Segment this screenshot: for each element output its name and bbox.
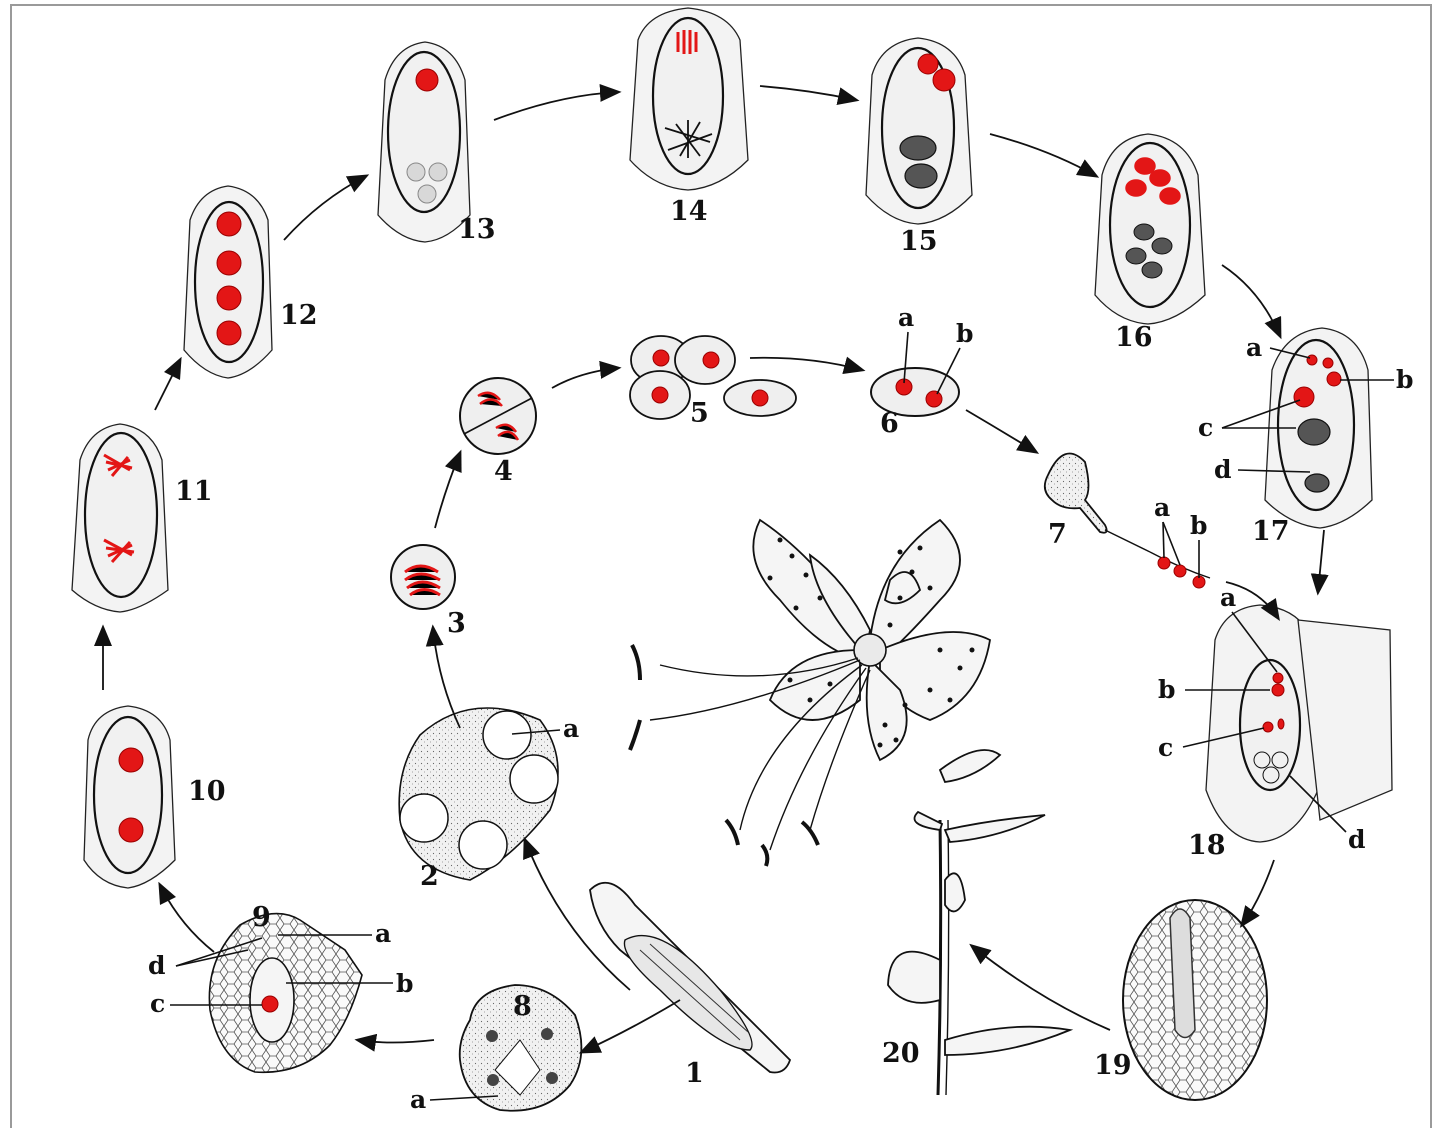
dark-nucleus	[900, 136, 936, 160]
antipodal-cells	[1305, 474, 1329, 492]
stage-label-7: 7	[1048, 519, 1067, 550]
faded-nucleus	[429, 163, 447, 181]
stage-label-13: 13	[458, 214, 496, 245]
central-tiger-lily-flower	[630, 520, 990, 866]
stage-label-6: 6	[880, 408, 899, 439]
stage-2-anther-cross-section	[399, 708, 558, 880]
label-a-stage7: a	[1154, 493, 1170, 522]
stage-label-16: 16	[1115, 322, 1153, 353]
stage-12-embryo-sac	[184, 186, 272, 378]
nucleus	[217, 321, 241, 345]
stage-9-ovule	[209, 914, 362, 1073]
stage-label-3: 3	[447, 608, 466, 639]
label-b-stage6: b	[956, 319, 973, 348]
label-b-stage9: b	[396, 969, 413, 998]
sperm-nucleus	[1174, 565, 1186, 577]
stage-4-dyad	[460, 378, 536, 454]
synergid-nucleus	[1323, 358, 1333, 368]
stage-label-20: 20	[882, 1038, 920, 1069]
egg-nucleus	[1272, 684, 1284, 696]
stage-label-8: 8	[513, 991, 532, 1022]
nucleus	[119, 818, 143, 842]
stage-label-2: 2	[420, 861, 439, 892]
stage-7-germinating-pollen	[1045, 454, 1210, 588]
megaspore-mother-cell-nucleus	[262, 996, 278, 1012]
label-d-stage18: d	[1348, 825, 1365, 854]
nucleus	[217, 212, 241, 236]
stage-18-fertilization	[1206, 605, 1392, 842]
stage-11-embryo-sac	[72, 424, 168, 612]
stage-label-14: 14	[670, 196, 708, 227]
stage-label-19: 19	[1094, 1050, 1132, 1081]
stage-label-11: 11	[175, 476, 213, 507]
stage-label-10: 10	[188, 776, 226, 807]
label-b-stage17: b	[1396, 365, 1413, 394]
stage-label-12: 12	[280, 300, 318, 331]
polar-nucleus-dark	[1298, 419, 1330, 445]
faded-nucleus	[418, 185, 436, 203]
stage-15-embryo-sac	[866, 38, 972, 224]
label-d-stage9: d	[148, 951, 165, 980]
label-a-stage2: a	[563, 714, 579, 743]
dark-nucleus	[905, 164, 937, 188]
label-a-stage9: a	[375, 919, 391, 948]
nucleus	[217, 251, 241, 275]
nucleus	[119, 748, 143, 772]
stage-label-1: 1	[685, 1058, 704, 1089]
nucleus	[416, 69, 438, 91]
sperm-nucleus	[1278, 719, 1284, 729]
sperm-nucleus	[1273, 673, 1283, 683]
stage-14-embryo-sac	[630, 8, 748, 190]
label-b-stage7: b	[1190, 511, 1207, 540]
label-b-stage18: b	[1158, 675, 1175, 704]
stage-19-seed	[1123, 900, 1267, 1100]
stage-label-15: 15	[900, 226, 938, 257]
nucleus	[918, 54, 938, 74]
stage-1-anther	[590, 883, 790, 1073]
stage-label-5: 5	[690, 398, 709, 429]
sperm-nucleus	[1158, 557, 1170, 569]
stage-16-embryo-sac	[1095, 134, 1205, 324]
label-c-stage18: c	[1158, 733, 1173, 762]
stage-3-microspore-mother-cell	[391, 545, 455, 609]
nucleus	[217, 286, 241, 310]
label-d-stage17: d	[1214, 455, 1231, 484]
nucleus	[933, 69, 955, 91]
label-a-stage17: a	[1246, 333, 1262, 362]
polar-nucleus	[1294, 387, 1314, 407]
faded-nucleus	[407, 163, 425, 181]
tube-nucleus	[926, 391, 942, 407]
stage-label-18: 18	[1188, 830, 1226, 861]
label-a-stage18: a	[1220, 583, 1236, 612]
label-c-stage9: c	[150, 989, 165, 1018]
stage-13-embryo-sac	[378, 42, 470, 242]
stage-5-tetrad	[630, 336, 796, 419]
egg-nucleus	[1327, 372, 1341, 386]
stage-10-embryo-sac	[84, 706, 175, 888]
stage-label-9: 9	[252, 902, 271, 933]
stage-label-4: 4	[494, 456, 513, 487]
stage-label-17: 17	[1252, 516, 1290, 547]
label-a-stage6: a	[898, 303, 914, 332]
label-a-stage8: a	[410, 1085, 426, 1114]
polar-nucleus	[1263, 722, 1273, 732]
synergid-nucleus	[1307, 355, 1317, 365]
label-c-stage17: c	[1198, 413, 1213, 442]
